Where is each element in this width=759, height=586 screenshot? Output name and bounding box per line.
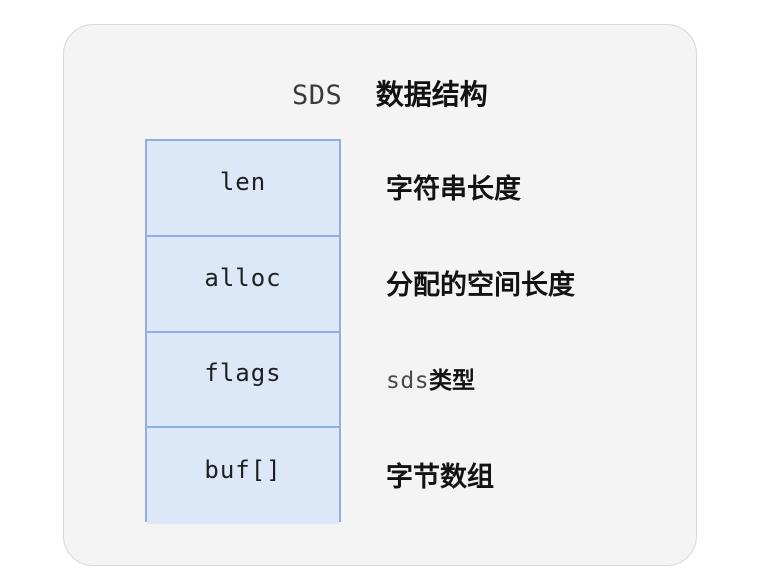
table-row: alloc [147, 236, 339, 333]
table-row: buf[] [147, 428, 339, 524]
sds-diagram-card: SDS 数据结构 len alloc flags buf[] 字符串长度 分配的… [63, 24, 697, 566]
description-flags-mono: sds [386, 368, 430, 395]
description-buf: 字节数组 [386, 461, 494, 492]
description-flags-cjk: 类型 [429, 367, 476, 394]
list-item: sds类型 [386, 331, 686, 427]
page-title: SDS 数据结构 [64, 55, 698, 131]
title-cjk-text: 数据结构 [375, 79, 488, 110]
title-gap [342, 80, 376, 111]
list-item: 分配的空间长度 [386, 235, 686, 331]
field-name-alloc: alloc [204, 263, 282, 292]
description-len: 字符串长度 [386, 174, 521, 205]
description-alloc: 分配的空间长度 [386, 270, 575, 301]
list-item: 字符串长度 [386, 139, 686, 235]
description-flags: sds类型 [386, 361, 475, 395]
field-name-flags: flags [204, 359, 282, 388]
sds-field-descriptions: 字符串长度 分配的空间长度 sds类型 字节数组 [386, 139, 686, 522]
table-row: flags [147, 332, 339, 429]
sds-struct-table: len alloc flags buf[] [145, 139, 341, 524]
field-name-buf: buf[] [204, 456, 282, 485]
field-name-len: len [219, 167, 267, 196]
table-row: len [147, 141, 339, 237]
title-mono-text: SDS [291, 80, 343, 111]
list-item: 字节数组 [386, 426, 686, 522]
